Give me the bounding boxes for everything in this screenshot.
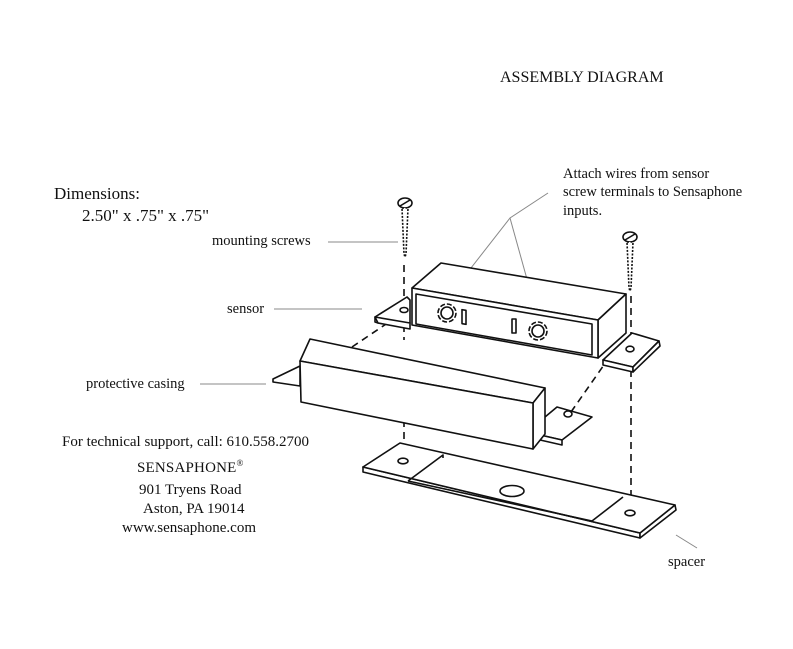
website-link[interactable]: www.sensaphone.com: [122, 520, 256, 536]
company-name: SENSAPHONE®: [137, 459, 244, 476]
screw-terminal-left: [437, 303, 467, 326]
spacer-label: spacer: [668, 554, 706, 570]
mounting-screw-left: [397, 197, 413, 258]
wires-callout-line-1: Attach wires from sensor: [563, 166, 710, 182]
sensor-body: [374, 262, 661, 373]
mounting-screws-label: mounting screws: [212, 233, 311, 249]
protective-casing: [272, 338, 593, 450]
city-address: Aston, PA 19014: [143, 501, 245, 517]
dimensions-label: Dimensions:: [54, 184, 140, 203]
mounting-screw-right: [622, 231, 638, 292]
dimensions-value: 2.50" x .75" x .75": [82, 206, 210, 225]
company-name-text: SENSAPHONE: [137, 460, 237, 476]
street-address: 901 Tryens Road: [139, 482, 242, 498]
spacer-plate: [362, 442, 677, 539]
support-phone: For technical support, call: 610.558.270…: [62, 434, 310, 450]
registered-mark: ®: [236, 458, 244, 468]
protective-casing-label: protective casing: [86, 376, 185, 392]
diagram-title: ASSEMBLY DIAGRAM: [500, 69, 664, 86]
wires-callout-line-3: inputs.: [563, 203, 603, 219]
wires-callout-line-2: screw terminals to Sensaphone: [563, 184, 743, 200]
sensor-label: sensor: [227, 301, 265, 317]
screw-terminal-right: [511, 318, 548, 341]
